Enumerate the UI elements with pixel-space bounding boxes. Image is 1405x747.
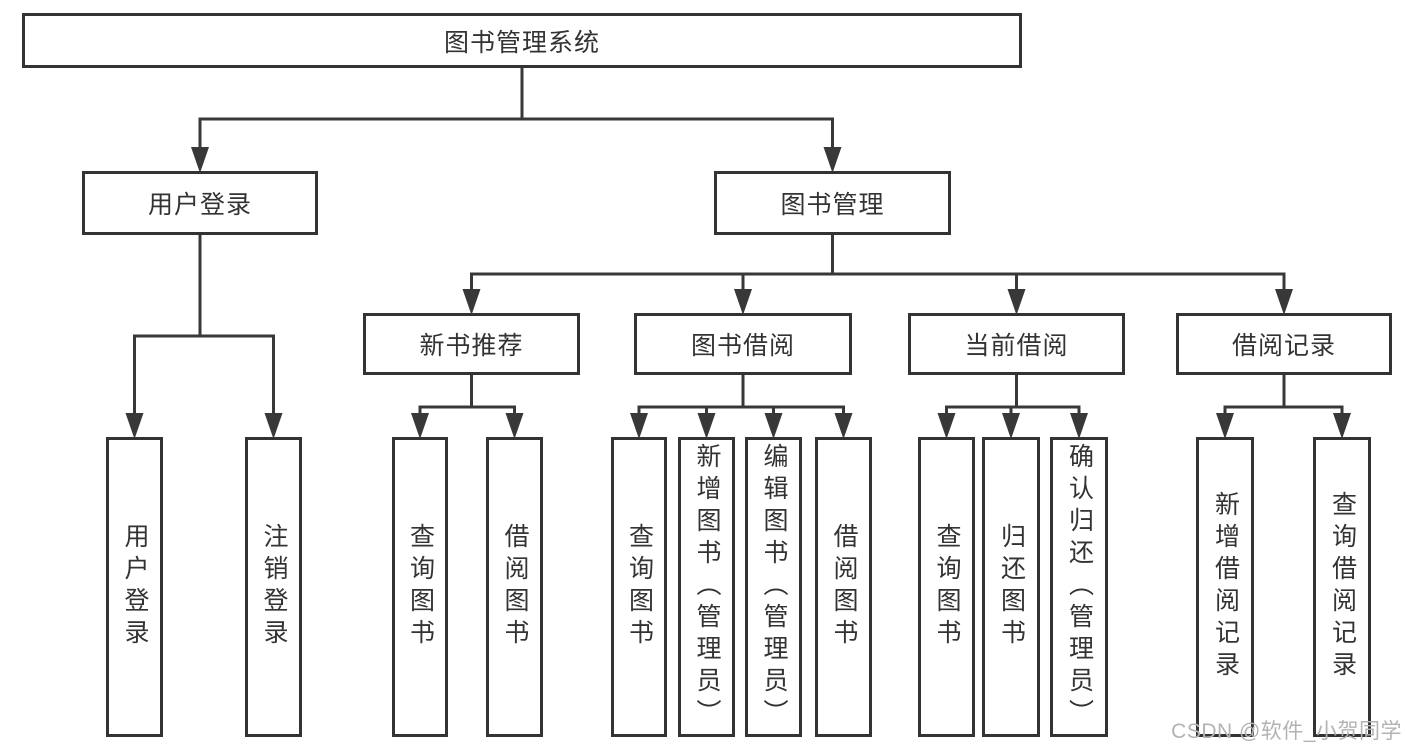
- node-leaf-user-login: 用户登录: [106, 437, 163, 737]
- node-label-book-mgmt: 图书管理: [780, 191, 885, 219]
- arrowhead-icon: [734, 289, 752, 315]
- node-label-leaf-query-3: 查询图书: [933, 523, 961, 651]
- arrowhead-icon: [834, 413, 853, 439]
- arrowhead-icon: [823, 147, 842, 173]
- arrowhead-icon: [505, 413, 524, 439]
- node-label-login: 用户登录: [147, 191, 252, 219]
- node-leaf-confirm-return: 确认归还（管理员）: [1050, 437, 1108, 737]
- arrowhead-icon: [764, 413, 783, 439]
- arrowhead-icon: [1007, 289, 1026, 315]
- node-root: 图书管理系统: [22, 13, 1022, 68]
- node-label-leaf-borrow-1: 借阅图书: [501, 523, 529, 651]
- arrowhead-icon: [1216, 413, 1234, 439]
- node-label-leaf-query-1: 查询图书: [406, 523, 435, 651]
- node-leaf-borrow-1: 借阅图书: [486, 437, 543, 737]
- node-leaf-query-1: 查询图书: [392, 437, 448, 737]
- node-label-leaf-edit-book: 编辑图书（管理员）: [760, 443, 788, 731]
- arrowhead-icon: [1275, 289, 1293, 315]
- node-leaf-borrow-2: 借阅图书: [815, 437, 872, 737]
- arrowhead-icon: [697, 413, 716, 439]
- arrowhead-icon: [630, 413, 648, 439]
- node-label-leaf-query-2: 查询图书: [625, 523, 654, 651]
- node-label-leaf-borrow-2: 借阅图书: [830, 523, 858, 651]
- node-label-leaf-user-login: 用户登录: [121, 523, 149, 651]
- node-leaf-logout: 注销登录: [245, 437, 302, 737]
- node-leaf-edit-book: 编辑图书（管理员）: [745, 437, 802, 737]
- node-leaf-add-record: 新增借阅记录: [1196, 437, 1254, 737]
- node-label-borrow-records: 借阅记录: [1231, 332, 1336, 360]
- arrowhead-icon: [411, 413, 429, 439]
- node-label-current-borrow: 当前借阅: [964, 332, 1069, 360]
- node-current-borrow: 当前借阅: [908, 313, 1125, 375]
- node-book-mgmt: 图书管理: [714, 171, 951, 235]
- node-label-root: 图书管理系统: [443, 28, 600, 57]
- node-book-borrow: 图书借阅: [634, 313, 852, 375]
- node-borrow-records: 借阅记录: [1176, 313, 1392, 375]
- node-leaf-return-book: 归还图书: [982, 437, 1040, 737]
- arrowhead-icon: [1070, 413, 1088, 439]
- node-label-leaf-return-book: 归还图书: [997, 523, 1026, 651]
- node-label-leaf-add-record: 新增借阅记录: [1211, 491, 1240, 683]
- watermark: CSDN @软件_小贺同学: [1171, 720, 1402, 743]
- node-leaf-query-2: 查询图书: [611, 437, 667, 737]
- node-leaf-add-book: 新增图书（管理员）: [678, 437, 735, 737]
- node-leaf-query-record: 查询借阅记录: [1313, 437, 1371, 737]
- node-label-leaf-logout: 注销登录: [260, 523, 288, 651]
- node-label-leaf-add-book: 新增图书（管理员）: [693, 443, 721, 731]
- node-label-book-borrow: 图书借阅: [690, 332, 795, 360]
- node-new-book: 新书推荐: [363, 313, 580, 375]
- arrowhead-icon: [264, 413, 283, 439]
- node-label-new-book: 新书推荐: [419, 332, 524, 360]
- arrowhead-icon: [1333, 413, 1351, 439]
- arrowhead-icon: [462, 289, 481, 315]
- arrowhead-icon: [937, 413, 956, 439]
- node-label-leaf-confirm-return: 确认归还（管理员）: [1065, 443, 1094, 731]
- arrowhead-icon: [191, 147, 209, 173]
- arrowhead-icon: [1002, 413, 1020, 439]
- node-label-leaf-query-record: 查询借阅记录: [1328, 491, 1357, 683]
- arrowhead-icon: [125, 413, 144, 439]
- node-leaf-query-3: 查询图书: [918, 437, 975, 737]
- node-login: 用户登录: [82, 171, 318, 235]
